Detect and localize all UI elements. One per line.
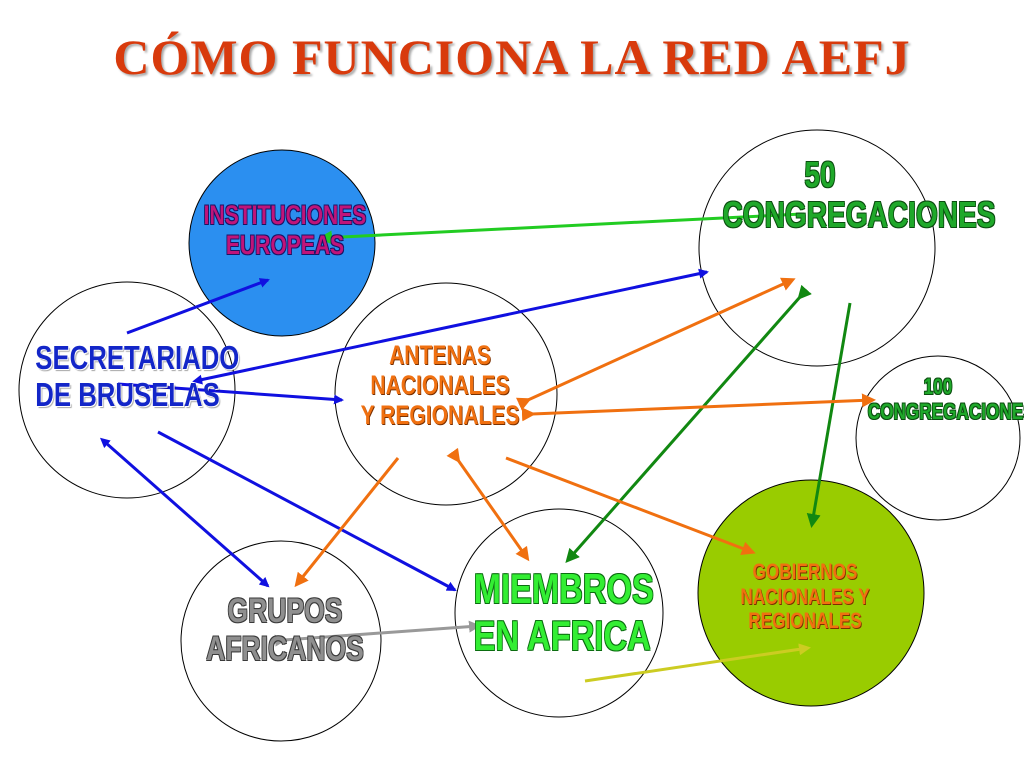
node-congregaciones100-line1: 100: [923, 374, 953, 399]
node-grupos-line1: GRUPOS: [227, 592, 343, 630]
node-miembros-line1: MIEMBROS: [473, 565, 654, 612]
arrow-miembros-gobiernos: [584, 643, 811, 683]
node-secretariado-line1: SECRETARIADO: [35, 339, 240, 376]
node-congregaciones50-line2: CONGREGACIONES: [722, 194, 996, 236]
node-congregaciones100-circle: [855, 355, 1021, 521]
node-congregaciones100-line2: CONGREGACIONES: [867, 398, 1024, 424]
node-congregaciones100-label: 100 CONGREGACIONES: [867, 374, 1024, 424]
arrow-antenas-gobiernos: [505, 456, 756, 555]
node-instituciones-line2: EUROPEAS: [225, 230, 345, 261]
node-antenas-line3: Y REGIONALES: [360, 400, 520, 431]
arrow-secretariado-grupos: [100, 437, 270, 588]
node-secretariado-label: SECRETARIADO DE BRUSELAS: [35, 339, 240, 414]
node-grupos-label: GRUPOS AFRICANOS: [199, 592, 371, 668]
node-instituciones-label: INSTITUCIONES EUROPEAS: [203, 200, 367, 260]
node-antenas-line2: NACIONALES: [370, 370, 510, 401]
node-miembros-label: MIEMBROS EN AFRICA: [473, 565, 654, 660]
node-gobiernos-line3: REGIONALES: [748, 608, 862, 634]
arrow-antenas-miembros: [446, 447, 530, 562]
page-title: CÓMO FUNCIONA LA RED AEFJ: [113, 29, 911, 85]
arrow-congregaciones50-instituciones: [318, 212, 803, 245]
node-gobiernos-line2: NACIONALES Y: [740, 583, 870, 609]
node-grupos-line2: AFRICANOS: [206, 630, 364, 669]
node-miembros-line2: EN AFRICA: [473, 612, 651, 660]
arrow-secretariado-antenas: [117, 382, 344, 405]
node-antenas-label: ANTENAS NACIONALES Y REGIONALES: [354, 340, 526, 431]
arrow-antenas-congregaciones100: [521, 393, 876, 422]
arrow-antenas-grupos: [294, 457, 400, 588]
node-instituciones-line1: INSTITUCIONES: [203, 200, 367, 230]
arrow-antenas-congregaciones50: [515, 277, 796, 411]
node-gobiernos-line1: GOBIERNOS: [752, 559, 858, 584]
node-congregaciones50-line1: 50: [804, 154, 836, 195]
node-secretariado-line2: DE BRUSELAS: [35, 375, 220, 413]
node-antenas-line1: ANTENAS: [389, 340, 491, 370]
node-congregaciones50-label: 50 CONGREGACIONES: [722, 154, 996, 236]
node-gobiernos-label: GOBIERNOS NACIONALES Y REGIONALES: [715, 559, 894, 634]
arrow-grupos-miembros: [274, 620, 481, 647]
